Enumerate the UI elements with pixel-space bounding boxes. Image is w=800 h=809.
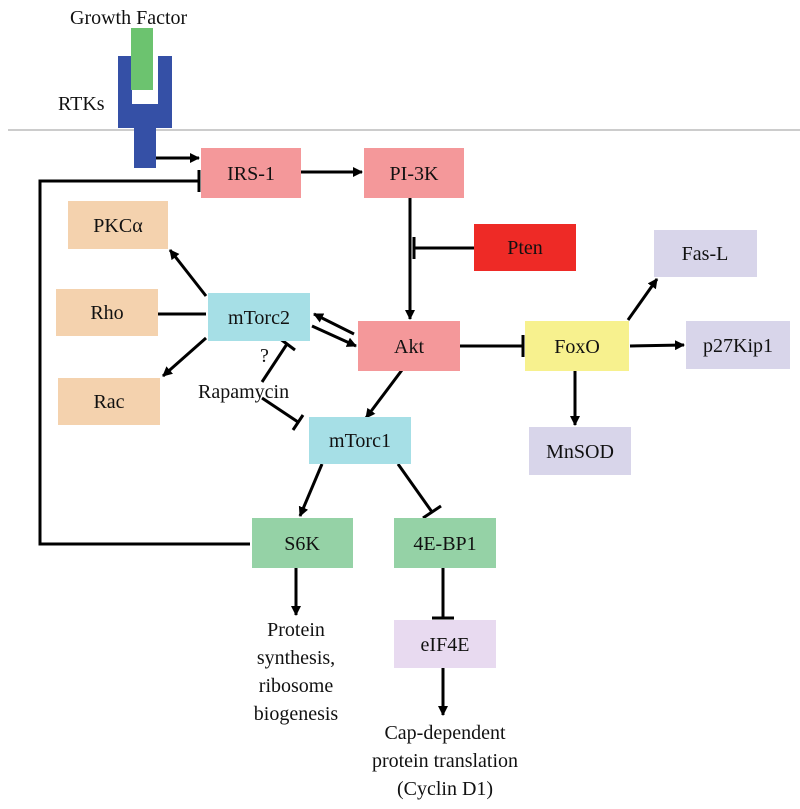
eif4e-output-line-2: protein translation [372, 750, 518, 772]
node-pten-label: Pten [507, 237, 543, 259]
edge-rapamycin-mtorc1-bar [291, 414, 305, 431]
node-eif4e: eIF4E [394, 620, 496, 668]
edge-mtorc1-s6k [298, 463, 324, 517]
node-rac-label: Rac [93, 391, 124, 413]
edge-s6k-feedback-irs1 [38, 179, 250, 546]
node-pkca-label: PKCα [93, 215, 143, 237]
node-s6k: S6K [252, 518, 353, 568]
node-irs1: IRS-1 [201, 148, 301, 198]
question-mark-label: ? [260, 345, 269, 367]
edge-mtorc1-4ebp1 [396, 463, 434, 513]
eif4e-output-text: Cap-dependent protein translation (Cycli… [372, 722, 518, 800]
node-irs1-label: IRS-1 [227, 163, 275, 185]
node-fasl: Fas-L [654, 230, 757, 277]
node-rho: Rho [56, 289, 158, 336]
node-pi3k: PI-3K [364, 148, 464, 198]
node-rho-label: Rho [90, 302, 123, 324]
edge-mtorc2-pkca [168, 249, 208, 297]
growth-factor-ligand-icon [131, 28, 153, 90]
growth-factor-label: Growth Factor [70, 7, 188, 29]
rapamycin-label: Rapamycin [198, 381, 289, 403]
edge-mtorc2-akt [311, 324, 357, 348]
node-eif4e-label: eIF4E [421, 634, 470, 656]
node-mtorc2: mTorc2 [208, 293, 310, 341]
node-mnsod-label: MnSOD [546, 441, 614, 463]
edge-mtorc1-4ebp1-bar [422, 504, 442, 520]
node-4ebp1: 4E-BP1 [394, 518, 496, 568]
node-4ebp1-label: 4E-BP1 [413, 533, 476, 555]
s6k-output-line-4: biogenesis [254, 703, 339, 725]
node-akt-label: Akt [394, 336, 424, 358]
s6k-output-line-2: synthesis, [257, 647, 335, 669]
node-akt: Akt [358, 321, 460, 371]
edge-foxo-p27kip1 [629, 340, 685, 351]
node-mnsod: MnSOD [529, 427, 631, 475]
rtk-receptor-icon [118, 56, 172, 168]
edge-foxo-fasl [626, 278, 659, 321]
edge-rapamycin-mtorc2 [260, 343, 289, 383]
node-pten: Pten [474, 224, 576, 271]
node-pkca: PKCα [68, 201, 168, 249]
node-rac: Rac [58, 378, 160, 425]
edge-akt-mtorc1 [364, 369, 404, 419]
edge-mtorc2-rac [162, 336, 207, 378]
s6k-output-line-3: ribosome [259, 675, 334, 697]
eif4e-output-line-3: (Cyclin D1) [397, 778, 493, 800]
node-mtorc1-label: mTorc1 [329, 430, 391, 452]
s6k-output-text: Protein synthesis, ribosome biogenesis [254, 619, 339, 725]
node-mtorc1: mTorc1 [309, 417, 411, 464]
node-fasl-label: Fas-L [682, 243, 729, 265]
node-p27kip1: p27Kip1 [686, 321, 790, 369]
s6k-output-line-1: Protein [267, 619, 325, 641]
edge-akt-mtorc2 [313, 312, 355, 336]
eif4e-output-line-1: Cap-dependent [384, 722, 506, 744]
node-s6k-label: S6K [284, 533, 320, 555]
node-p27kip1-label: p27Kip1 [703, 335, 773, 357]
node-mtorc2-label: mTorc2 [228, 307, 290, 329]
rtks-label: RTKs [58, 93, 105, 115]
edge-rapamycin-mtorc1 [261, 396, 299, 424]
node-foxo-label: FoxO [554, 336, 600, 358]
node-foxo: FoxO [525, 321, 629, 371]
node-pi3k-label: PI-3K [390, 163, 439, 185]
